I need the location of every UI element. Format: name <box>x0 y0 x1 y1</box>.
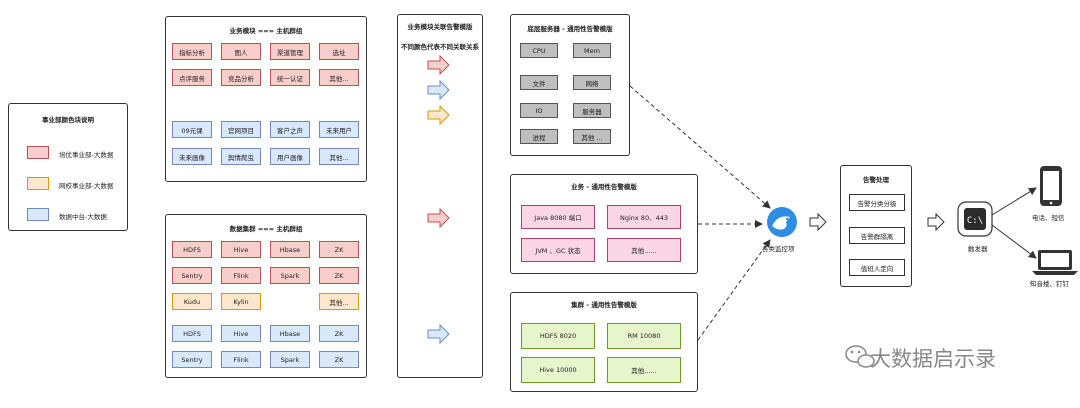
business-template-item: JVM 、GC 状态 <box>521 238 595 262</box>
server-item: 网络 <box>573 75 611 90</box>
business-template-panel: 业务 - 通用性告警模版 Java 8080 端口 Nginx 80、443 J… <box>510 174 698 274</box>
cluster-template-item: RM 10080 <box>607 323 681 349</box>
cluster-item: Flink <box>221 351 261 368</box>
cluster-item: Spark <box>270 351 310 368</box>
cluster-item: Sentry <box>172 351 212 368</box>
business-item: 其他... <box>319 69 359 86</box>
assoc-arrow-blue <box>427 79 450 101</box>
server-item: 服务器 <box>573 103 611 118</box>
legend-panel: 事业部颜色块说明 培优事业部-大数据 网校事业部-大数据 数据中台-大数据 <box>8 103 128 231</box>
assoc-arrow-orange <box>427 104 450 126</box>
alarm-item: 告警群隔离 <box>849 227 905 244</box>
output-label-phone: 电话、短信 <box>1032 214 1065 222</box>
monitor-label: 各类监控项 <box>762 245 795 253</box>
cluster-template-panel: 集群 - 通用性告警模版 HDFS 8020 RM 10080 Hive 100… <box>510 292 698 392</box>
business-module-panel: 业务模块 === 主机群组 指标分析 图人 渠道管理 选址 点评服务 竞品分析 … <box>165 16 367 182</box>
business-item: 竞品分析 <box>221 69 261 86</box>
business-item: 选址 <box>319 43 359 60</box>
cluster-item: ZK <box>319 241 359 258</box>
association-title: 业务模块关联告警模版 <box>407 23 473 31</box>
server-item: 进程 <box>520 129 558 144</box>
cluster-template-item: 其他...... <box>607 357 681 383</box>
cluster-item: Kudu <box>172 293 212 310</box>
association-subtitle: 不同颜色代表不同关联关系 <box>401 43 479 51</box>
business-item: 舆情爬虫 <box>221 148 261 165</box>
cluster-item: HDFS <box>172 241 212 258</box>
business-item: 未来用户 <box>319 121 359 138</box>
flow-arrow <box>809 212 827 232</box>
cluster-item: ZK <box>319 267 359 284</box>
monitor-bird-icon <box>767 207 797 237</box>
output-connector <box>991 187 1037 216</box>
cluster-template-item: HDFS 8020 <box>521 323 595 349</box>
business-item: 其他... <box>319 148 359 165</box>
cluster-item: Hbase <box>270 241 310 258</box>
business-item: 指标分析 <box>172 43 212 60</box>
base-server-title: 底层服务器 - 通用性告警模版 <box>527 25 613 33</box>
laptop-icon <box>1032 250 1078 275</box>
watermark-text: 大数据启示录 <box>870 347 996 371</box>
output-label-im: 知音楼、钉钉 <box>1030 280 1069 288</box>
legend-swatch-orange <box>27 177 49 190</box>
business-module-title: 业务模块 === 主机群组 <box>229 27 303 35</box>
alarm-item: 告警分类分级 <box>849 194 905 211</box>
legend-label: 培优事业部-大数据 <box>59 151 114 159</box>
business-template-item: Java 8080 端口 <box>521 205 595 229</box>
business-item: 图人 <box>221 43 261 60</box>
alarm-title: 告警处理 <box>863 176 889 184</box>
trigger-label: 触发器 <box>968 245 988 253</box>
dashed-connector <box>697 239 771 341</box>
cluster-item: ZK <box>319 351 359 368</box>
output-connector <box>991 224 1037 259</box>
flow-arrow <box>927 212 945 232</box>
business-item: 用户画像 <box>270 148 310 165</box>
legend-label: 网校事业部-大数据 <box>59 182 114 190</box>
cluster-item: HDFS <box>172 325 212 342</box>
business-item: 统一认证 <box>270 69 310 86</box>
business-template-item: 其他...... <box>607 238 681 262</box>
alarm-handling-panel: 告警处理 告警分类分级 告警群隔离 值班人定向 <box>840 165 912 287</box>
legend-label: 数据中台-大数据 <box>59 213 107 221</box>
assoc-arrow-red-2 <box>427 207 450 229</box>
cluster-item: Spark <box>270 267 310 284</box>
business-item: 09元课 <box>172 121 212 138</box>
assoc-arrow-blue-2 <box>427 323 450 345</box>
business-item: 客户之声 <box>270 121 310 138</box>
cluster-item: Hive <box>221 325 261 342</box>
server-item: Mem <box>573 43 611 58</box>
cluster-item: Sentry <box>172 267 212 284</box>
server-item: 文件 <box>520 75 558 90</box>
svg-text:C:\: C:\ <box>967 216 983 226</box>
legend-title: 事业部颜色块说明 <box>42 116 94 124</box>
cluster-template-title: 集群 - 通用性告警模版 <box>571 301 637 309</box>
alarm-item: 值班人定向 <box>849 259 905 276</box>
dashed-connector <box>629 85 771 209</box>
business-template-title: 业务 - 通用性告警模版 <box>571 183 637 191</box>
cluster-item: Flink <box>221 267 261 284</box>
business-item: 官网项目 <box>221 121 261 138</box>
cluster-item: ZK <box>319 325 359 342</box>
business-template-item: Nginx 80、443 <box>607 205 681 229</box>
phone-icon <box>1040 166 1062 206</box>
data-cluster-panel: 数据集群 === 主机群组 HDFS Hive Hbase ZK Sentry … <box>165 214 367 378</box>
assoc-arrow-red <box>427 54 450 76</box>
business-item: 未来画像 <box>172 148 212 165</box>
business-item: 渠道管理 <box>270 43 310 60</box>
cluster-item: Hive <box>221 241 261 258</box>
legend-swatch-red <box>27 146 49 159</box>
cluster-item: Hbase <box>270 325 310 342</box>
server-item: CPU <box>520 43 558 58</box>
base-server-panel: 底层服务器 - 通用性告警模版 CPU Mem 文件 网络 IO 服务器 进程 … <box>510 14 630 156</box>
terminal-icon: C:\ <box>957 201 993 237</box>
business-item: 点评服务 <box>172 69 212 86</box>
legend-swatch-blue <box>27 208 49 221</box>
cluster-item: Kylin <box>221 293 261 310</box>
server-item: IO <box>520 103 558 118</box>
server-item: 其他 ... <box>573 129 611 144</box>
cluster-template-item: Hive 10000 <box>521 357 595 383</box>
data-cluster-title: 数据集群 === 主机群组 <box>229 225 303 233</box>
cluster-item: 其他... <box>319 293 359 310</box>
wechat-icon <box>845 345 875 368</box>
